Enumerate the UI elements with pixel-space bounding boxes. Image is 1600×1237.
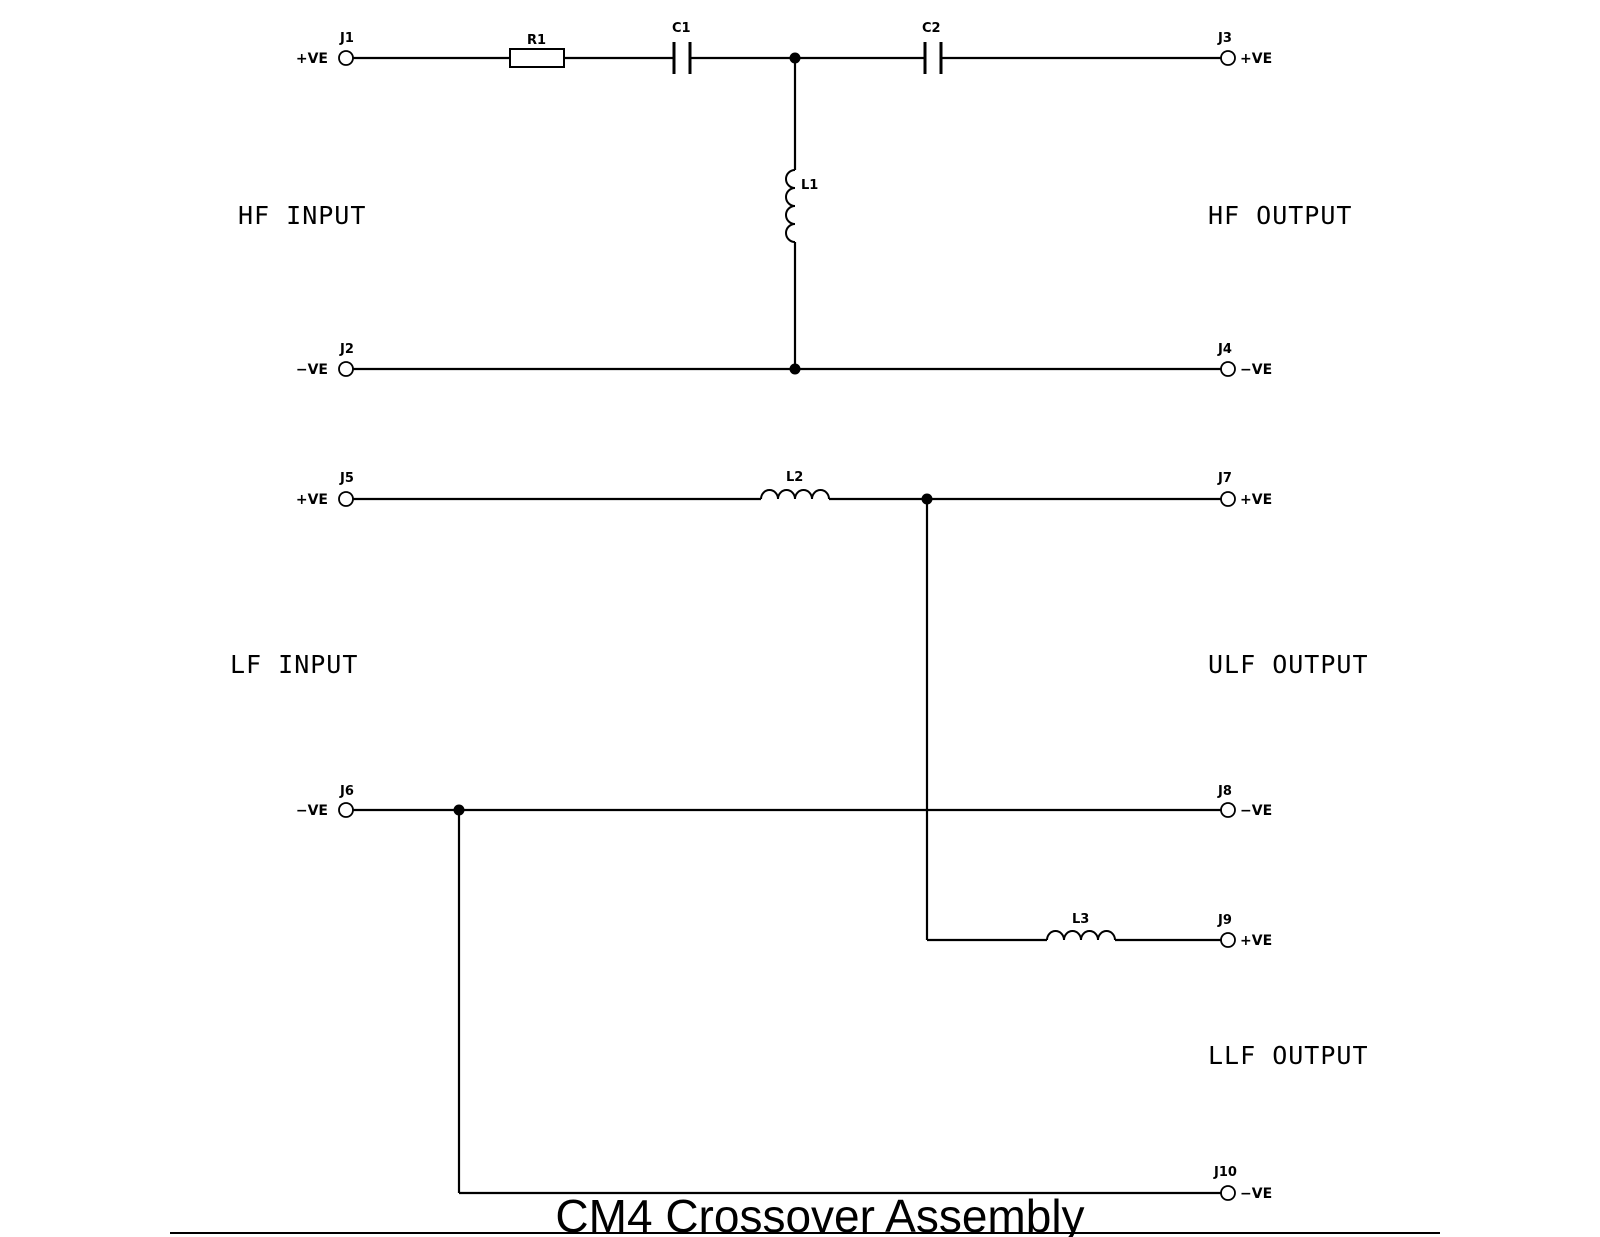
group-label-lf-input: LF INPUT [230, 650, 358, 679]
terminal-j2 [338, 361, 354, 377]
terminal-j8 [1220, 802, 1236, 818]
inductor-l1-label: L1 [801, 178, 818, 193]
terminal-j7 [1220, 491, 1236, 507]
capacitor-c2-label: C2 [922, 21, 941, 36]
diagram-title: CM4 Crossover Assembly [555, 1190, 1084, 1237]
capacitor-c1-label: C1 [672, 21, 691, 36]
group-label-llf-output: LLF OUTPUT [1208, 1041, 1369, 1070]
terminal-j5-ref: J5 [339, 471, 354, 486]
terminal-j10 [1220, 1185, 1236, 1201]
terminal-j7-ref: J7 [1217, 471, 1232, 486]
inductor-l2-label: L2 [786, 470, 803, 485]
terminal-j1 [338, 50, 354, 66]
terminal-j10-polarity: −VE [1240, 1186, 1272, 1202]
terminal-j8-polarity: −VE [1240, 803, 1272, 819]
group-label-ulf-output: ULF OUTPUT [1208, 650, 1369, 679]
terminal-j5-polarity: +VE [296, 492, 328, 508]
terminal-j8-ref: J8 [1217, 784, 1232, 799]
terminal-j5 [338, 491, 354, 507]
resistor-r1 [509, 48, 565, 68]
terminal-j2-ref: J2 [339, 342, 354, 357]
resistor-r1-label: R1 [527, 33, 546, 48]
terminal-j6 [338, 802, 354, 818]
terminal-j4 [1220, 361, 1236, 377]
inductor-l3 [1046, 930, 1116, 941]
terminal-j3-ref: J3 [1217, 31, 1232, 46]
terminal-j9-ref: J9 [1217, 913, 1232, 928]
inductor-l3-label: L3 [1072, 912, 1089, 927]
terminal-j4-polarity: −VE [1240, 362, 1272, 378]
terminal-j9-polarity: +VE [1240, 933, 1272, 949]
terminal-j6-ref: J6 [339, 784, 354, 799]
terminal-j4-ref: J4 [1217, 342, 1232, 357]
terminal-j9 [1220, 932, 1236, 948]
group-label-hf-input: HF INPUT [238, 201, 366, 230]
terminal-j10-ref: J10 [1213, 1165, 1237, 1180]
terminal-j2-polarity: −VE [296, 362, 328, 378]
inductor-l1 [785, 169, 796, 243]
terminal-j3-polarity: +VE [1240, 51, 1272, 67]
terminal-j7-polarity: +VE [1240, 492, 1272, 508]
terminal-j1-ref: J1 [339, 31, 354, 46]
terminal-j3 [1220, 50, 1236, 66]
terminal-j6-polarity: −VE [296, 803, 328, 819]
group-label-hf-output: HF OUTPUT [1208, 201, 1352, 230]
inductor-l2 [760, 489, 830, 500]
terminal-j1-polarity: +VE [296, 51, 328, 67]
